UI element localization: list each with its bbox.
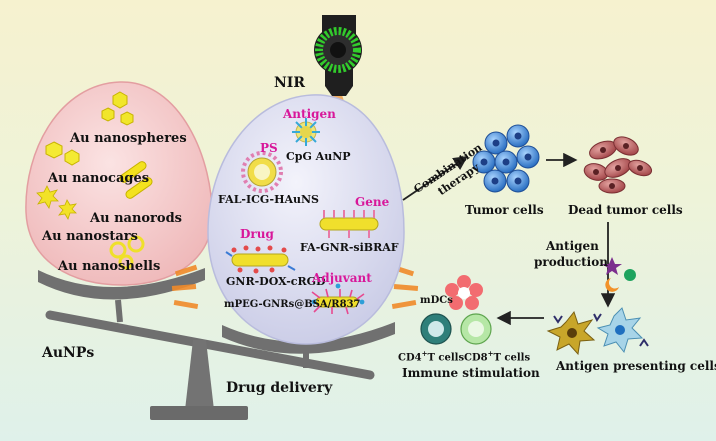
mdc-icon	[445, 275, 483, 310]
nanoshell-icon	[109, 235, 145, 270]
label-nanostars: Au nanostars	[42, 229, 138, 244]
antigen-icon	[602, 257, 636, 292]
label-cd4-t-cells: CD4+T cells	[398, 349, 465, 364]
nanorod-icon	[119, 161, 153, 199]
balance-pillar	[185, 340, 214, 410]
label-adjuvant-category: Adjuvant	[312, 271, 372, 285]
label-cd8-t-cells: CD8+T cells	[464, 349, 531, 364]
label-gnr-dox-crgd: GNR-DOX-cRGD	[226, 275, 326, 288]
cpg-aunp-icon	[292, 118, 320, 146]
label-ps-category: PS	[260, 141, 278, 155]
label-aunps: AuNPs	[42, 345, 95, 361]
label-production: production	[534, 255, 608, 269]
label-gene-category: Gene	[355, 195, 390, 209]
nanocage-icon	[45, 141, 80, 166]
left-pan-stem	[115, 299, 123, 323]
right-pan	[222, 322, 395, 354]
balance-beam	[45, 310, 375, 380]
balance-scale	[38, 268, 395, 420]
label-fa-gnr-sibraf: FA-GNR-siBRAF	[300, 241, 399, 254]
label-immune-stimulation: Immune stimulation	[402, 366, 540, 380]
label-nir: NIR	[274, 75, 305, 91]
label-nanospheres: Au nanospheres	[70, 131, 187, 146]
gnr-dox-icon	[225, 245, 296, 274]
label-mdcs: mDCs	[420, 295, 453, 306]
nir-lamp-icon	[314, 15, 362, 96]
gnr-sibraf-icon	[319, 210, 379, 238]
label-antigen-category: Antigen	[283, 107, 336, 121]
label-fal-icg-hauns: FAL-ICG-HAuNS	[218, 193, 319, 206]
label-drug-category: Drug	[240, 227, 274, 241]
nanostar-icon	[36, 185, 77, 220]
label-nanorods: Au nanorods	[90, 211, 182, 226]
balance-base	[150, 406, 248, 420]
nanosphere-icon	[101, 91, 134, 126]
label-cpg-aunp: CpG AuNP	[286, 150, 351, 163]
tumor-cell-icon	[472, 124, 540, 193]
label-drug-delivery: Drug delivery	[226, 380, 333, 396]
drug-delivery-egg	[207, 94, 405, 345]
hauns-icon	[241, 151, 283, 193]
label-nanocages: Au nanocages	[48, 171, 150, 186]
dead-cell-icon	[583, 136, 653, 194]
label-nanoshells: Au nanoshells	[58, 259, 161, 274]
combination-arrow	[402, 155, 468, 201]
label-dead-tumor-cells: Dead tumor cells	[568, 203, 683, 217]
label-mpeg-gnrs-bsa-r837: mPEG-GNRs@BSA/R837	[224, 299, 361, 310]
label-antigen: Antigen	[546, 239, 599, 253]
left-pan	[38, 268, 205, 300]
aunp-egg	[25, 81, 213, 286]
label-antigen-presenting-cells: Antigen presenting cells	[556, 359, 716, 373]
gnr-r837-icon	[311, 283, 365, 315]
t-cell-icon	[420, 313, 492, 345]
label-tumor-cells: Tumor cells	[465, 203, 544, 217]
dendritic-cell-icon	[546, 307, 649, 356]
